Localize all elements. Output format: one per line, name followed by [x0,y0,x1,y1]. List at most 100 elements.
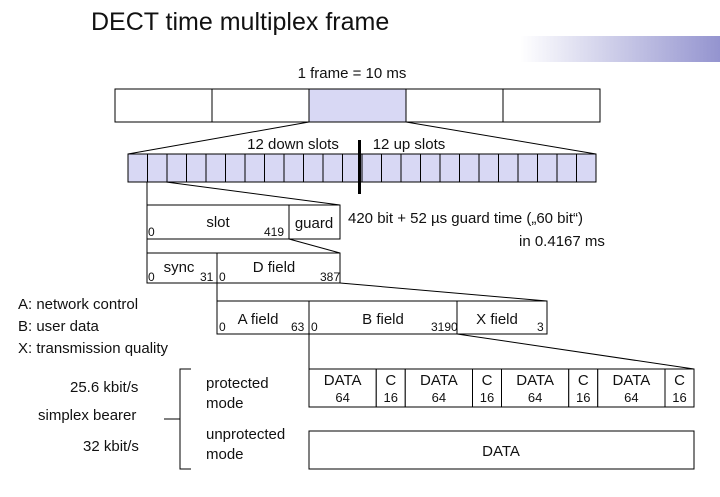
protected-crc-bits: 16 [576,390,590,405]
sync-end-bit: 31 [200,270,214,284]
guard-box [288,204,341,240]
x-field-start-bit: 0 [451,320,458,334]
slot-cell [556,153,577,183]
slot-cell [420,153,441,183]
protected-crc-bits: 16 [480,390,494,405]
dfield-end-bit: 387 [320,270,340,284]
frame-block [211,88,310,123]
protected-crc-bits: 16 [384,390,398,405]
zoom-line [127,121,310,155]
dfield-box [216,252,341,284]
simplex-bearer-label: simplex bearer [38,407,136,424]
down-slots-label: 12 down slots [247,136,339,153]
protected-crc-label: C [674,372,685,389]
zoom-line [456,333,695,370]
protected-data-bits: 64 [432,390,446,405]
protected-crc-box [472,368,502,408]
protected-mode-label-2: mode [206,395,244,412]
a-field-box [216,300,310,335]
protected-data-label: DATA [420,372,458,389]
protected-crc-label: C [578,372,589,389]
zoom-line [288,238,341,254]
frame-bar [114,88,601,123]
unprotected-rate: 32 kbit/s [83,438,139,455]
frame-block [405,88,504,123]
slot-cell [205,153,226,183]
x-field-end-bit: 3 [537,320,544,334]
dfield-label: D field [253,259,296,276]
a-field-end-bit: 63 [291,320,305,334]
slot-cell [225,153,246,183]
protected-data-bits: 64 [528,390,542,405]
b-field-start-bit: 0 [311,320,318,334]
protected-data-label: DATA [516,372,554,389]
protected-data-box [404,368,473,408]
protected-crc-box [375,368,406,408]
protected-data-box [597,368,666,408]
zoom-line [165,181,341,206]
legend-item-x: X: transmission quality [18,340,169,357]
protected-crc-bits: 16 [672,390,686,405]
frame-block-highlighted [308,88,407,123]
slot-cell [381,153,402,183]
sync-label: sync [164,259,195,276]
slot-cell [322,153,343,183]
slot-cell [283,153,304,183]
protected-crc-label: C [482,372,493,389]
b-field-end-bit: 319 [431,320,451,334]
slot-cell [127,153,148,183]
slot-start-bit: 0 [148,225,155,239]
protected-rate: 25.6 kbit/s [70,379,138,396]
protected-data-label: DATA [324,372,362,389]
slot-cell [264,153,285,183]
b-field-label: B field [362,311,404,328]
decoration-band [520,36,720,62]
frame-block [114,88,213,123]
guard-label: guard [295,215,333,232]
legend-item-a: A: network control [18,296,138,313]
zoom-line [339,282,548,302]
slot-cell [303,153,324,183]
slot-cell [459,153,480,183]
slot-cell [537,153,558,183]
sync-start-bit: 0 [148,270,155,284]
a-field-start-bit: 0 [219,320,226,334]
slot-cell [186,153,207,183]
protected-data-box [308,368,377,408]
slot-label: slot [206,214,230,231]
slot-cell [498,153,519,183]
protected-data-box [501,368,570,408]
unprotected-data-label: DATA [482,443,520,460]
slot-cell [147,153,168,183]
slot-cell [400,153,421,183]
slot-cell [517,153,538,183]
page-title: DECT time multiplex frame [91,8,390,36]
x-field-box [456,300,548,335]
x-field-label: X field [476,311,518,328]
frame-block [502,88,601,123]
sync-box [146,252,218,284]
protected-data-bits: 64 [335,390,349,405]
protected-data-bits: 64 [624,390,638,405]
unprotected-mode-label-2: mode [206,446,244,463]
slot-end-bit: 419 [264,225,284,239]
slot-cell [244,153,265,183]
slot-cell [166,153,187,183]
timing-note: 420 bit + 52 µs guard time („60 bit“) [348,210,583,227]
dfield-start-bit: 0 [219,270,226,284]
slot-cell [576,153,597,183]
frame-label: 1 frame = 10 ms [298,65,407,82]
slot-cell [361,153,382,183]
protected-data-label: DATA [612,372,650,389]
unprotected-data-box [308,430,695,470]
unprotected-mode-label: unprotected [206,426,285,443]
slot-cell [478,153,499,183]
legend-item-b: B: user data [18,318,100,335]
timing-note-period: in 0.4167 ms [519,233,605,250]
a-field-label: A field [238,311,279,328]
up-slots-label: 12 up slots [373,136,446,153]
slot-bar [127,153,597,183]
zoom-line [405,121,597,155]
